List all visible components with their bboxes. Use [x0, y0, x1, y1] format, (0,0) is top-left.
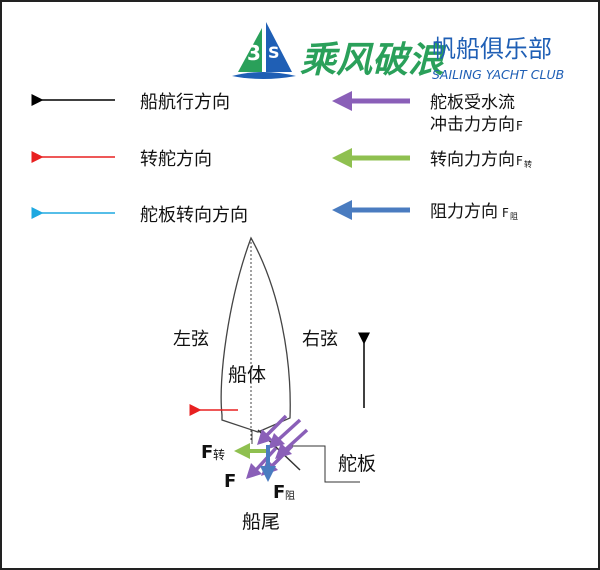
legend-sail-direction: 船航行方向 [31, 92, 230, 113]
turning-force-arrow-head [234, 443, 250, 459]
sailboat-logo-icon: 3 S [232, 22, 296, 79]
legend-sail-direction-label: 船航行方向 [140, 92, 230, 113]
hull-outline [220, 236, 291, 433]
legend-left: 船航行方向 转舵方向 舵板转向方向 [31, 92, 248, 226]
legend-turning-force-symbol: F [516, 154, 523, 168]
brand-name-en: SAILING YACHT CLUB [432, 67, 564, 82]
label-hull: 船体 [228, 364, 266, 386]
label-starboard-side: 右弦 [302, 329, 338, 350]
impact-force-arrows [246, 414, 309, 479]
legend-water-impact-label-2: 冲击力方向 [430, 115, 515, 135]
legend-resistance-force: 阻力方向 F 阻 [332, 200, 518, 222]
legend-turning-force-sub: 转 [524, 159, 532, 169]
brand-logo: 3 S 乘风破浪 帆船俱乐部 SAILING YACHT CLUB [232, 22, 564, 82]
legend-rudder-turn-direction-label: 舵板转向方向 [140, 205, 248, 226]
legend-water-impact-label-1: 舵板受水流 [430, 93, 515, 113]
legend-rudder-turn-direction: 舵板转向方向 [31, 205, 248, 226]
label-force-turn-sub: 转 [213, 447, 225, 462]
rudder-leader-line [290, 445, 360, 483]
legend-resistance-force-label: 阻力方向 [430, 202, 498, 222]
legend-resistance-force-sub: 阻 [510, 212, 518, 221]
legend-resistance-force-symbol: F [502, 206, 509, 220]
legend-water-impact-symbol: F [516, 119, 523, 133]
svg-text:S: S [268, 43, 280, 62]
legend-water-impact-force: 舵板受水流 冲击力方向 F [332, 91, 523, 135]
hull-diagram: 左弦 右弦 船体 舵板 船尾 F 转 F F 阻 [173, 236, 376, 533]
legend-turning-force-label: 转向力方向 [430, 150, 515, 170]
brand-name-cn: 帆船俱乐部 [432, 35, 552, 63]
label-port-side: 左弦 [173, 329, 209, 350]
legend-steer-direction-label: 转舵方向 [140, 149, 212, 170]
label-force-turn: F [201, 442, 213, 463]
resistance-force-arrow-head [260, 466, 276, 482]
legend-steer-direction: 转舵方向 [31, 149, 212, 170]
brand-name-logo-cn: 乘风破浪 [300, 40, 447, 81]
svg-text:3: 3 [247, 41, 261, 65]
green-arrow-head [332, 148, 352, 168]
label-force-resist: F [273, 482, 285, 503]
blue-arrow-head [332, 200, 352, 220]
purple-arrow-head [332, 91, 352, 111]
label-force-main: F [224, 471, 236, 492]
legend-right: 舵板受水流 冲击力方向 F 转向力方向 F 转 阻力方向 F 阻 [332, 91, 532, 222]
label-rudder: 舵板 [338, 453, 376, 475]
legend-turning-force: 转向力方向 F 转 [332, 148, 532, 170]
label-force-resist-sub: 阻 [285, 490, 295, 502]
label-stern: 船尾 [242, 511, 280, 533]
